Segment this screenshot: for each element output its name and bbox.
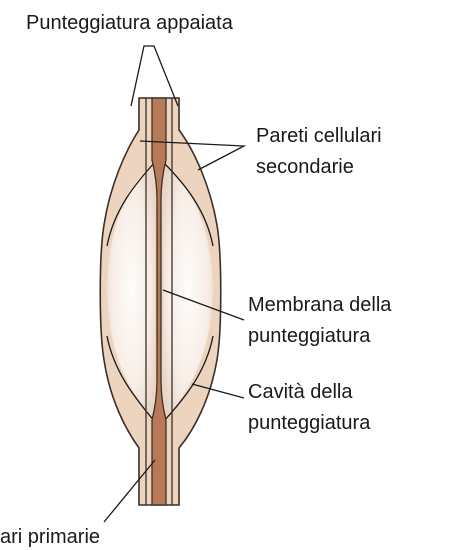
label-paired-pits: Punteggiatura appaiata (26, 12, 234, 34)
leader-paired-pits (131, 46, 178, 106)
label-pit-cavity-line1: Cavità della (248, 381, 353, 403)
label-pit-membrane-line2: punteggiatura (248, 325, 371, 347)
label-secondary-walls-line2: secondarie (256, 156, 354, 178)
label-pit-membrane-line1: Membrana della (248, 294, 392, 316)
label-primary-walls: ari primarie (0, 526, 100, 548)
label-secondary-walls-line1: Pareti cellulari (256, 125, 382, 147)
label-pit-cavity-line2: punteggiatura (248, 412, 371, 434)
